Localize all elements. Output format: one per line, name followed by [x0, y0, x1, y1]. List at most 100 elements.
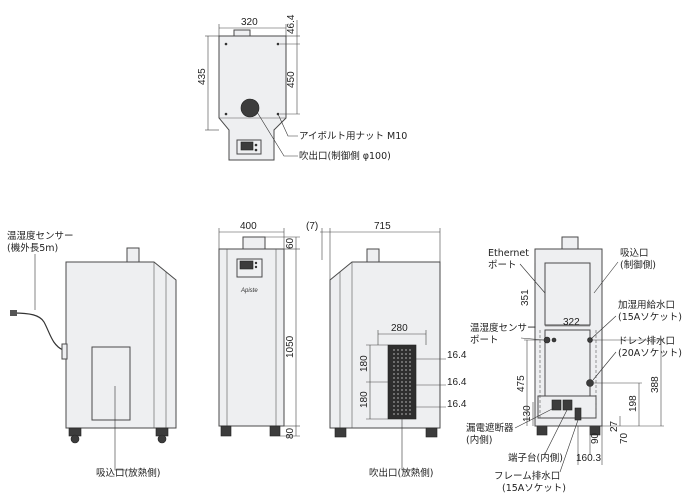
drain-label-1: ドレン排水口 — [618, 335, 675, 347]
right-caster-2 — [425, 427, 438, 438]
outlet-leader — [256, 111, 298, 157]
dim-90: 90 — [590, 432, 601, 444]
frame-drain-leader — [559, 419, 579, 473]
sensor-cable — [12, 312, 64, 351]
dim-180-b: 180 — [359, 391, 370, 408]
dim-7: (7) — [306, 221, 318, 232]
ethernet-port — [551, 337, 557, 343]
drain-leader — [592, 351, 617, 381]
breaker-label-2: (内側) — [466, 434, 492, 446]
eyebolt-hole-3 — [224, 112, 228, 116]
right-outlet-leader — [401, 415, 414, 471]
left-intake-label: 吸込口(放熱側) — [96, 467, 160, 479]
dim-130: 130 — [522, 405, 533, 422]
intake-label-1: 吸込口 — [620, 248, 649, 259]
terminal-block — [562, 399, 573, 411]
eyebolt-label: アイボルト用ナット M10 — [299, 131, 407, 142]
top-view-port — [233, 29, 251, 37]
top-outlet-label: 吹出口(制御側 φ100) — [299, 150, 391, 162]
drain-port — [586, 379, 594, 387]
back-top-port — [561, 236, 579, 250]
frame-drain-label-1: フレーム排水口 — [494, 470, 560, 482]
dim-351: 351 — [520, 289, 531, 306]
control-display — [240, 141, 254, 151]
dim-70: 70 — [619, 432, 630, 444]
supply-label-1: 加湿用給水口 — [618, 299, 675, 311]
gap-16-4-c: 16.4 — [447, 399, 467, 410]
back-view: Ethernet ポート 吸込口 (制御側) 351 322 温湿度センサー ポ… — [466, 236, 682, 494]
dim-1050: 1050 — [285, 335, 296, 358]
intake-leader — [593, 261, 619, 294]
control-button-2 — [254, 148, 258, 152]
gap-16-4-b: 16.4 — [447, 377, 467, 388]
left-top-port — [126, 247, 140, 263]
top-view-outline — [218, 35, 287, 161]
terminal-label: 端子台(内側) — [508, 452, 563, 464]
dim-160-3: 160.3 — [576, 453, 601, 464]
dim-46-4: 46.4 — [286, 14, 297, 34]
breaker-label-1: 漏電遮断器 — [466, 422, 514, 434]
right-view: (7) 715 280 180 180 16.4 16.4 16.4 吹出口(放… — [306, 221, 467, 479]
ethernet-label-1: Ethernet — [488, 248, 529, 259]
humid-leader — [520, 337, 545, 341]
supply-leader — [591, 315, 617, 339]
front-view: Apiste 400 60 1050 80 — [218, 221, 300, 439]
right-caster-1 — [334, 427, 347, 438]
ethernet-leader — [519, 263, 546, 294]
dim-435: 435 — [197, 68, 208, 85]
sensor-head — [10, 310, 17, 316]
left-view: 温湿度センサー (機外長5m) 吸込口(放熱側) — [7, 230, 177, 479]
humid-label-2: ポート — [470, 335, 499, 346]
top-view: 320 435 46.4 450 アイボルト用ナット M10 吹出口(制御側 φ… — [197, 14, 407, 162]
eyebolt-leader — [277, 113, 298, 137]
eyebolt-hole-2 — [276, 42, 280, 46]
control-button-1 — [254, 143, 258, 147]
ethernet-label-2: ポート — [488, 260, 517, 271]
humid-label-1: 温湿度センサー — [470, 322, 537, 334]
dim-388: 388 — [650, 376, 661, 393]
dim-320: 320 — [241, 17, 258, 28]
left-intake-grille — [91, 346, 131, 421]
front-button-1 — [254, 261, 258, 265]
dim-400: 400 — [240, 221, 257, 232]
dim-322: 322 — [563, 317, 580, 328]
frame-drain-port — [574, 407, 582, 421]
outlet-circle — [240, 98, 260, 118]
dim-180-a: 180 — [359, 355, 370, 372]
back-intake-panel — [544, 262, 591, 326]
dim-80: 80 — [285, 427, 296, 439]
caster-wheel-2 — [157, 434, 167, 444]
front-display — [239, 260, 254, 270]
supply-port — [587, 337, 593, 343]
gap-16-4-a: 16.4 — [447, 350, 467, 361]
drain-label-2: (20Aソケット) — [618, 348, 682, 359]
dim-280: 280 — [391, 323, 408, 334]
frame-drain-label-2: (15Aソケット) — [502, 483, 566, 494]
supply-label-2: (15Aソケット) — [618, 312, 682, 323]
sensor-label-1: 温湿度センサー — [7, 230, 74, 242]
intake-leader — [114, 386, 132, 471]
intake-label-2: (制御側) — [620, 259, 656, 271]
front-brand-logo: Apiste — [240, 288, 258, 294]
breaker-leader — [514, 407, 555, 429]
right-top-port — [366, 248, 380, 263]
front-caster-1 — [220, 425, 232, 437]
dim-198: 198 — [628, 395, 639, 412]
left-cable-gland — [61, 343, 68, 360]
back-caster-1 — [536, 425, 548, 436]
grille-mesh — [392, 349, 412, 415]
right-outlet-label: 吹出口(放熱側) — [369, 467, 433, 479]
terminal-leader — [544, 409, 568, 455]
front-caster-2 — [269, 425, 281, 437]
dim-475: 475 — [516, 375, 527, 392]
dim-450: 450 — [286, 71, 297, 88]
caster-wheel-1 — [70, 434, 80, 444]
front-top-port — [242, 236, 266, 250]
breaker — [551, 399, 562, 411]
eyebolt-hole-1 — [224, 42, 228, 46]
front-body — [218, 248, 285, 427]
dim-715: 715 — [374, 221, 391, 232]
front-button-2 — [254, 265, 258, 269]
